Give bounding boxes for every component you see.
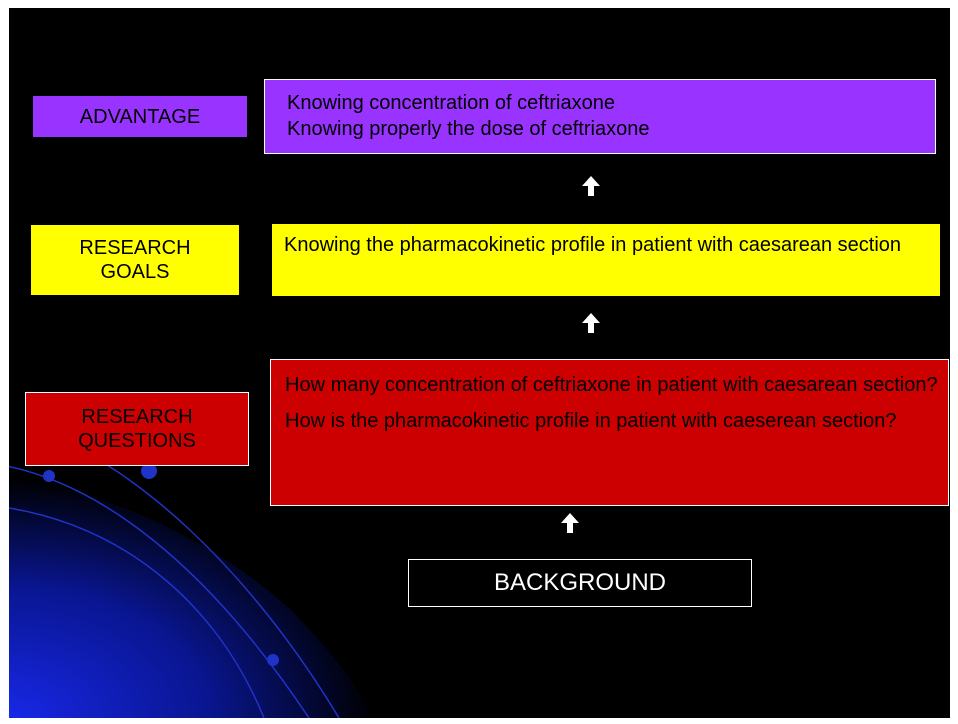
goals-text: Knowing the pharmacokinetic profile in p… xyxy=(284,234,902,256)
advantage-line-2: Knowing properly the dose of ceftriaxone xyxy=(287,118,650,140)
goals-label: RESEARCH GOALS xyxy=(31,225,239,295)
advantage-line-1: Knowing concentration of ceftriaxone xyxy=(287,92,615,114)
background-box: BACKGROUND xyxy=(408,559,752,607)
questions-panel: How many concentration of ceftriaxone in… xyxy=(270,359,949,506)
slide: ADVANTAGE Knowing concentration of ceftr… xyxy=(9,8,950,718)
advantage-label: ADVANTAGE xyxy=(33,96,247,137)
goals-panel: Knowing the pharmacokinetic profile in p… xyxy=(272,224,940,296)
question-item: How is the pharmacokinetic profile in pa… xyxy=(285,410,897,432)
questions-label: RESEARCH QUESTIONS xyxy=(25,392,249,466)
up-arrow-icon xyxy=(582,313,600,333)
up-arrow-icon xyxy=(561,513,579,533)
question-item: How many concentration of ceftriaxone in… xyxy=(285,374,938,396)
advantage-panel: Knowing concentration of ceftriaxone Kno… xyxy=(264,79,936,154)
up-arrow-icon xyxy=(582,176,600,196)
